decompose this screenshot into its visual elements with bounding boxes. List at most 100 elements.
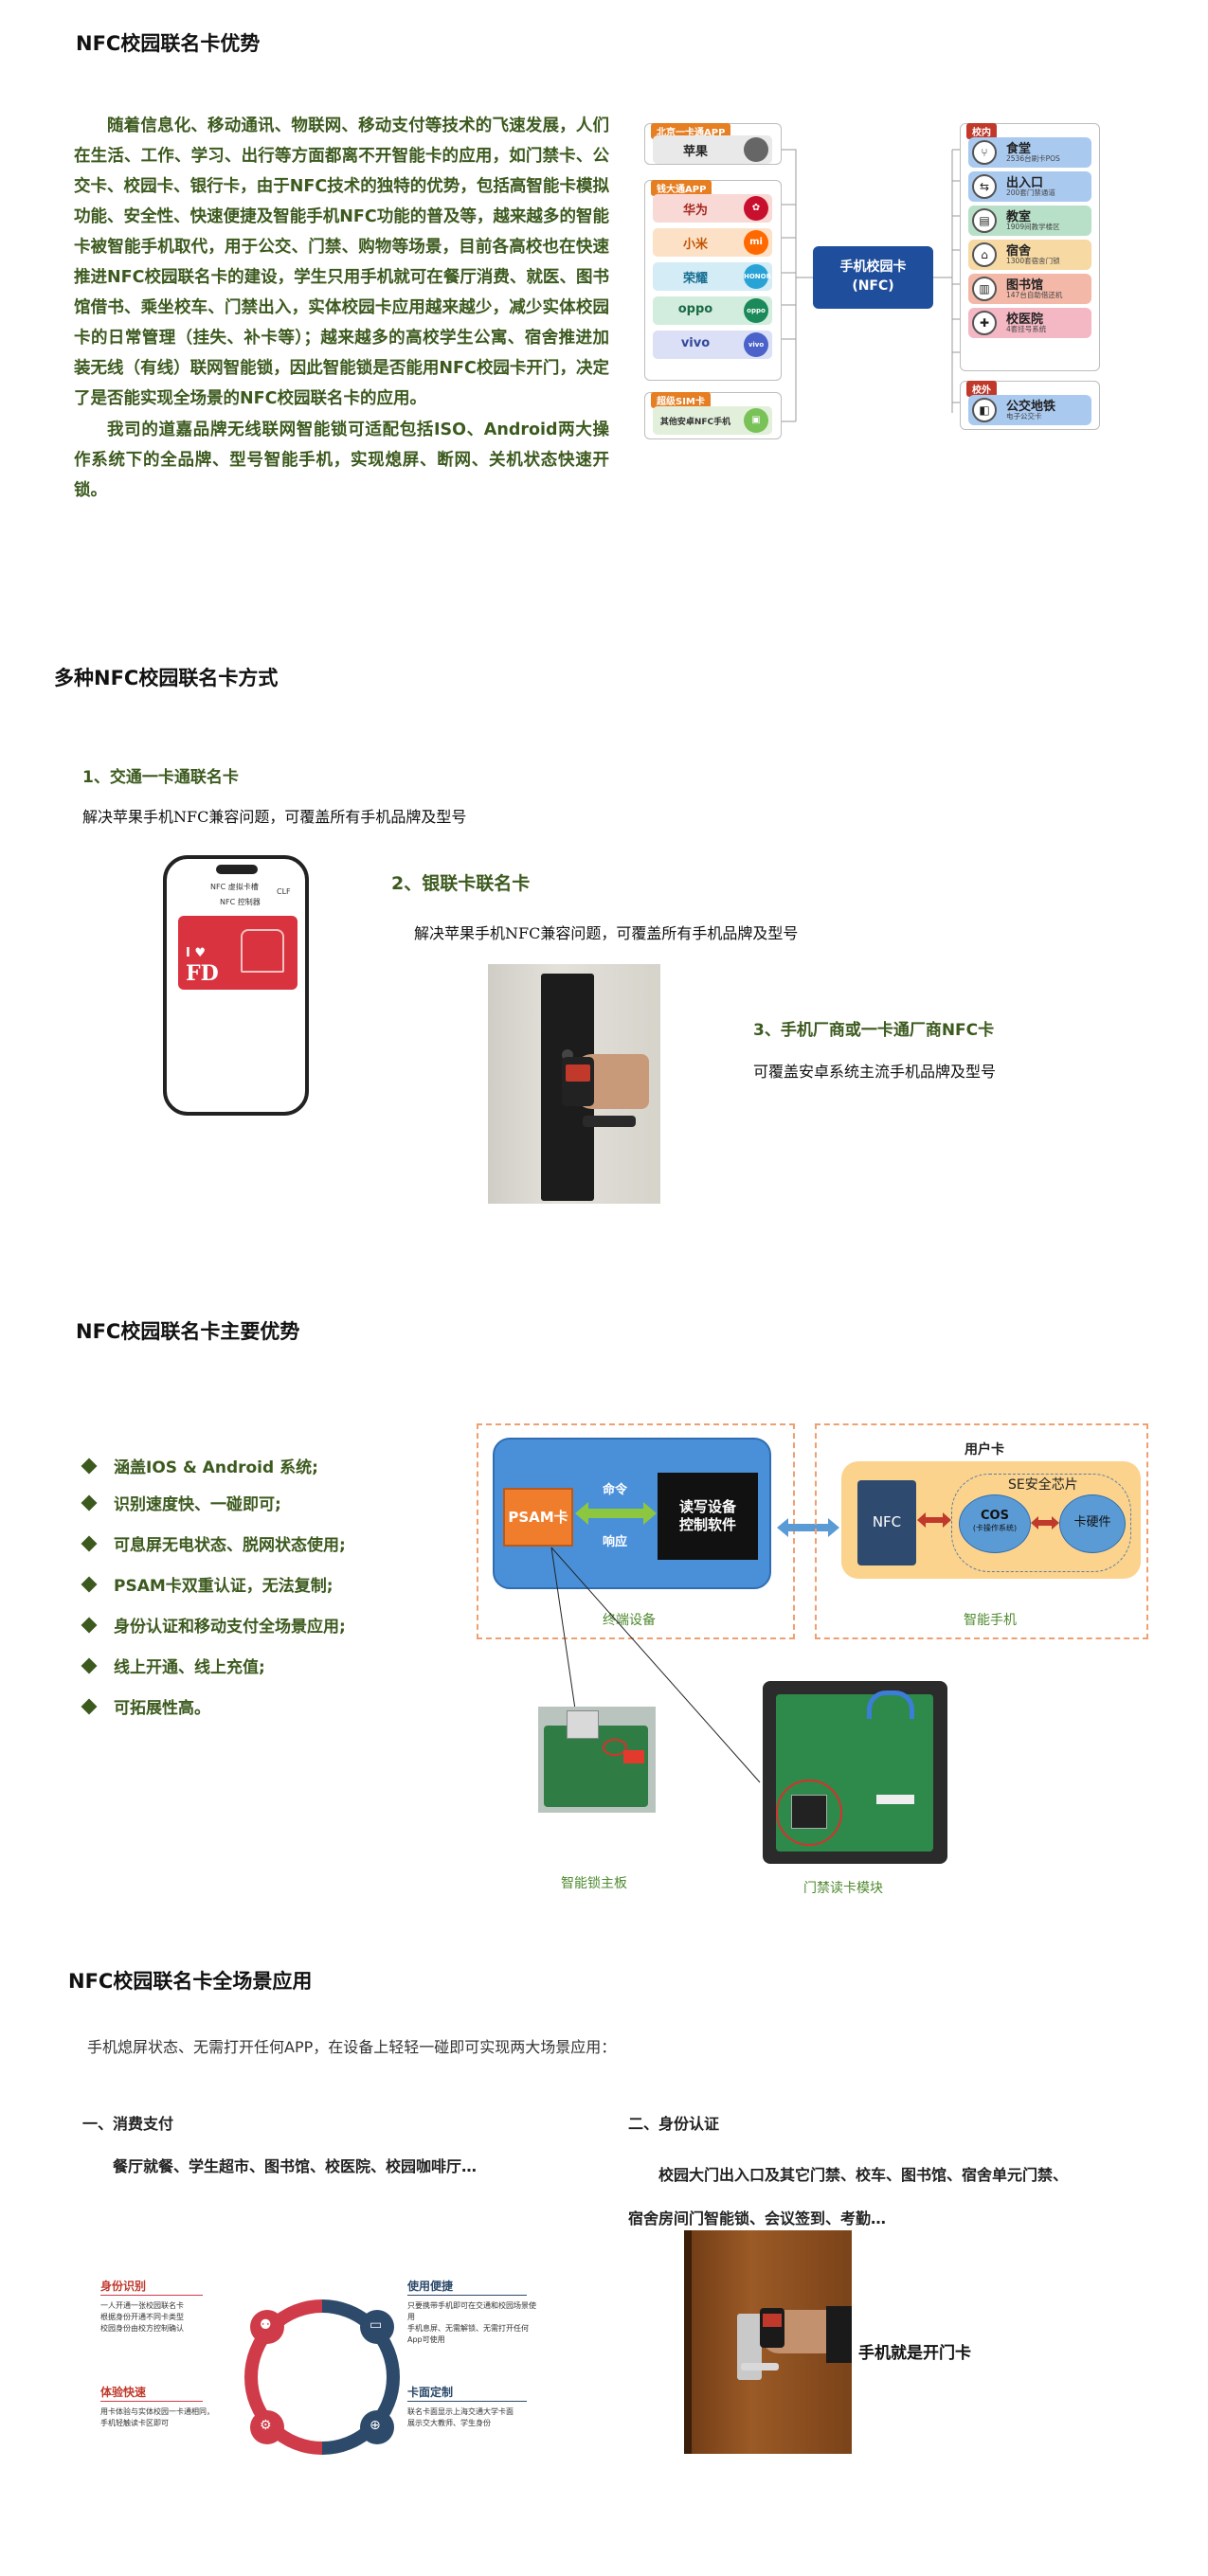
psam-slot (791, 1795, 827, 1829)
hospital-icon: ✚ (972, 311, 997, 335)
laptop-icon: ▭ (370, 2317, 383, 2333)
brand-name: 小米 (682, 238, 708, 252)
cycle-q2-text: 只要携带手机即可在交通和校园场景使用 手机息屏、无需解锁、无需打开任何App可使… (407, 2300, 540, 2346)
advantage-text: 涵盖IOS & Android 系统; (114, 1458, 318, 1477)
apple-icon (744, 137, 768, 162)
diamond-bullet-icon (81, 1698, 98, 1715)
card-hardware-block: 卡硬件 (1059, 1494, 1126, 1553)
android-icon: ▣ (744, 408, 768, 433)
door-frame (684, 2230, 692, 2454)
diamond-bullet-icon (81, 1494, 98, 1512)
cycle-q3-title: 体验快速 (100, 2386, 147, 2399)
user-card-label: 用户卡 (965, 1442, 1004, 1458)
command-response-arrow-icon (575, 1502, 657, 1525)
smart-lock-mainboard-label: 智能锁主板 (561, 1876, 627, 1891)
door-handle (741, 2363, 779, 2370)
method2-title: 2、银联卡联名卡 (391, 873, 531, 894)
nfc-se-arrow-icon (917, 1512, 951, 1528)
smart-lock-mainboard-photo (538, 1707, 656, 1813)
method2-desc: 解决苹果手机NFC兼容问题，可覆盖所有手机品牌及型号 (414, 924, 799, 942)
command-label: 命令 (603, 1483, 628, 1497)
section1-paragraph-2: 我司的道嘉品牌无线联网智能锁可适配包括ISO、Android两大操作系统下的全品… (74, 420, 609, 500)
library-icon: ▥ (972, 277, 997, 301)
place-dorm: ⌂ 宿舍 1300套宿舍门锁 (968, 240, 1091, 270)
cycle-q4-title: 卡面定制 (407, 2386, 454, 2399)
entrance-icon: ⇆ (972, 174, 997, 199)
phone-label-3: CLF (277, 887, 291, 896)
terminal-device-label: 终端设备 (603, 1613, 656, 1628)
advantage-text: 可拓展性高。 (114, 1699, 210, 1718)
advantage-item: 身份认证和移动支付全场景应用; (81, 1613, 346, 1637)
section3-title: NFC校园联名卡主要优势 (76, 1320, 300, 1343)
advantage-text: PSAM卡双重认证，无法复制; (114, 1577, 334, 1596)
cycle-line: 展示交大教师、学生身份 (407, 2419, 491, 2427)
brand-vivo: vivo vivo (653, 331, 772, 359)
center-line2: (NFC) (852, 278, 894, 294)
divider (407, 2401, 527, 2402)
cycle-q2-title: 使用便捷 (407, 2280, 454, 2293)
advantage-item: 可息屏无电状态、脱网状态使用; (81, 1531, 346, 1555)
phone-card-screen (763, 2314, 782, 2327)
place-sub: 147台自助借还机 (1006, 291, 1063, 299)
cos-hw-arrow-icon (1031, 1516, 1059, 1530)
place-name: 宿舍 (1006, 244, 1032, 259)
cycle-q1-title: 身份识别 (100, 2280, 147, 2293)
brand-other-android: 其他安卓NFC手机 ▣ (653, 406, 772, 435)
smart-phone-label: 智能手机 (964, 1613, 1017, 1628)
group-beijing-card-app: 北京一卡通APP 苹果 (644, 123, 782, 165)
huawei-icon: ✿ (744, 196, 768, 221)
vivo-icon: vivo (744, 332, 768, 357)
scenario1-title: 一、消费支付 (82, 2115, 174, 2133)
section1-paragraph-1: 随着信息化、移动通讯、物联网、移动支付等技术的飞速发展，人们在生活、工作、学习、… (74, 116, 609, 408)
sleeve (826, 2306, 852, 2363)
nfc-block: NFC (857, 1480, 916, 1565)
psam-leader-lines (550, 1547, 761, 1783)
section1-title: NFC校园联名卡优势 (76, 32, 261, 55)
method3-desc: 可覆盖安卓系统主流手机品牌及型号 (753, 1063, 997, 1081)
group-tag: 校内 (966, 123, 997, 139)
section4-title: NFC校园联名卡全场景应用 (68, 1970, 313, 1993)
group-tag: 钱大通APP (651, 180, 712, 196)
group-qiandatong-app: 钱大通APP 华为 ✿ 小米 mi 荣耀 HONOR oppo oppo viv… (644, 180, 782, 381)
brand-name: 荣耀 (682, 272, 708, 286)
cos-label: COS (981, 1509, 1009, 1523)
connector (876, 1795, 914, 1804)
cycle-q1-text: 一人开通一张校园联名卡 根据身份开通不同卡类型 校园身份由校方控制确认 (100, 2300, 214, 2334)
place-sub: 2536台刷卡POS (1006, 154, 1060, 163)
advantage-text: 身份认证和移动支付全场景应用; (114, 1618, 346, 1637)
response-label: 响应 (603, 1535, 628, 1549)
group-super-sim: 超级SIM卡 其他安卓NFC手机 ▣ (644, 392, 782, 439)
place-name: 教室 (1006, 210, 1032, 224)
brand-oppo: oppo oppo (653, 296, 772, 325)
pcb-board (544, 1726, 648, 1807)
group-tag: 校外 (966, 381, 997, 397)
cycle-line: 一人开通一张校园联名卡 (100, 2301, 184, 2310)
place-sub: 200套门禁通道 (1006, 188, 1055, 197)
method1-title: 1、交通一卡通联名卡 (82, 768, 239, 787)
reader-control-software: 读写设备 控制软件 (658, 1473, 758, 1560)
bus-icon: ◧ (972, 398, 997, 422)
people-icon: ⚉ (260, 2317, 272, 2333)
section2-title: 多种NFC校园联名卡方式 (54, 667, 279, 689)
advantage-item: 可拓展性高。 (81, 1694, 210, 1718)
se-chip-label: SE安全芯片 (1008, 1477, 1078, 1493)
place-name: 图书馆 (1006, 278, 1044, 293)
place-classroom: ▤ 教室 1909间教学楼区 (968, 206, 1091, 236)
group-off-campus: 校外 ◧ 公交地铁 电子公交卡 (960, 381, 1100, 430)
phone-card-screen (566, 1064, 590, 1082)
phone-label-2: NFC 控制器 (220, 898, 261, 906)
bidirectional-arrow-icon (777, 1518, 839, 1537)
gate-icon (241, 929, 284, 973)
advantage-item: PSAM卡双重认证，无法复制; (81, 1572, 334, 1596)
cos-block: COS (卡操作系统) (959, 1494, 1031, 1553)
door-lock-photo (488, 964, 660, 1204)
diagram-connectors (780, 149, 960, 422)
place-sub: 1300套宿舍门锁 (1006, 257, 1060, 265)
brand-xiaomi: 小米 mi (653, 228, 772, 257)
reader-wires (867, 1690, 914, 1719)
cos-sub-label: (卡操作系统) (972, 1524, 1018, 1532)
lock-handle (583, 1116, 636, 1127)
door-unlock-photo (684, 2230, 852, 2454)
place-library: ▥ 图书馆 147台自助借还机 (968, 274, 1091, 304)
highlight-circle (603, 1739, 627, 1756)
